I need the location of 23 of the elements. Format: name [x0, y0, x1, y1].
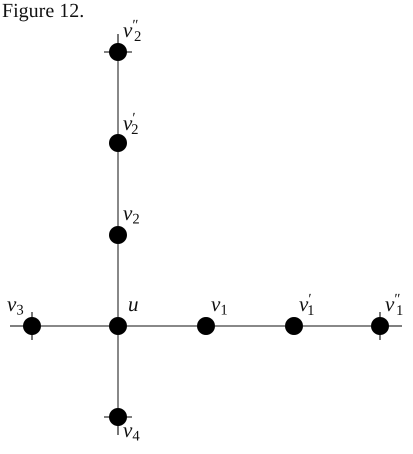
figure-title: Figure 12.: [2, 0, 84, 22]
vertex-label: v$_{2}$: [123, 202, 140, 224]
vertex-dot: [109, 226, 127, 244]
vertex-dot: [109, 408, 127, 426]
vertex-dot: [109, 43, 127, 61]
edge-line: [41, 325, 109, 327]
vertex-label: v$_{1}$: [211, 293, 228, 315]
vertex-dot: [197, 317, 215, 335]
vertex-dot: [285, 317, 303, 335]
vertex-dot: [109, 317, 127, 335]
edge-line: [117, 152, 119, 226]
edge-line: [215, 325, 285, 327]
vertex-dot: [371, 317, 389, 335]
edge-line: [303, 325, 371, 327]
vertex-label: v$_{4}$: [123, 419, 140, 441]
vertex-dot: [109, 134, 127, 152]
vertex-label: v$_{3}$: [7, 293, 24, 315]
vertex-dot: [23, 317, 41, 335]
edge-line: [117, 244, 119, 317]
edge-line: [117, 61, 119, 134]
edge-line: [127, 325, 197, 327]
vertex-label: u: [128, 293, 138, 315]
edge-line: [117, 335, 119, 408]
